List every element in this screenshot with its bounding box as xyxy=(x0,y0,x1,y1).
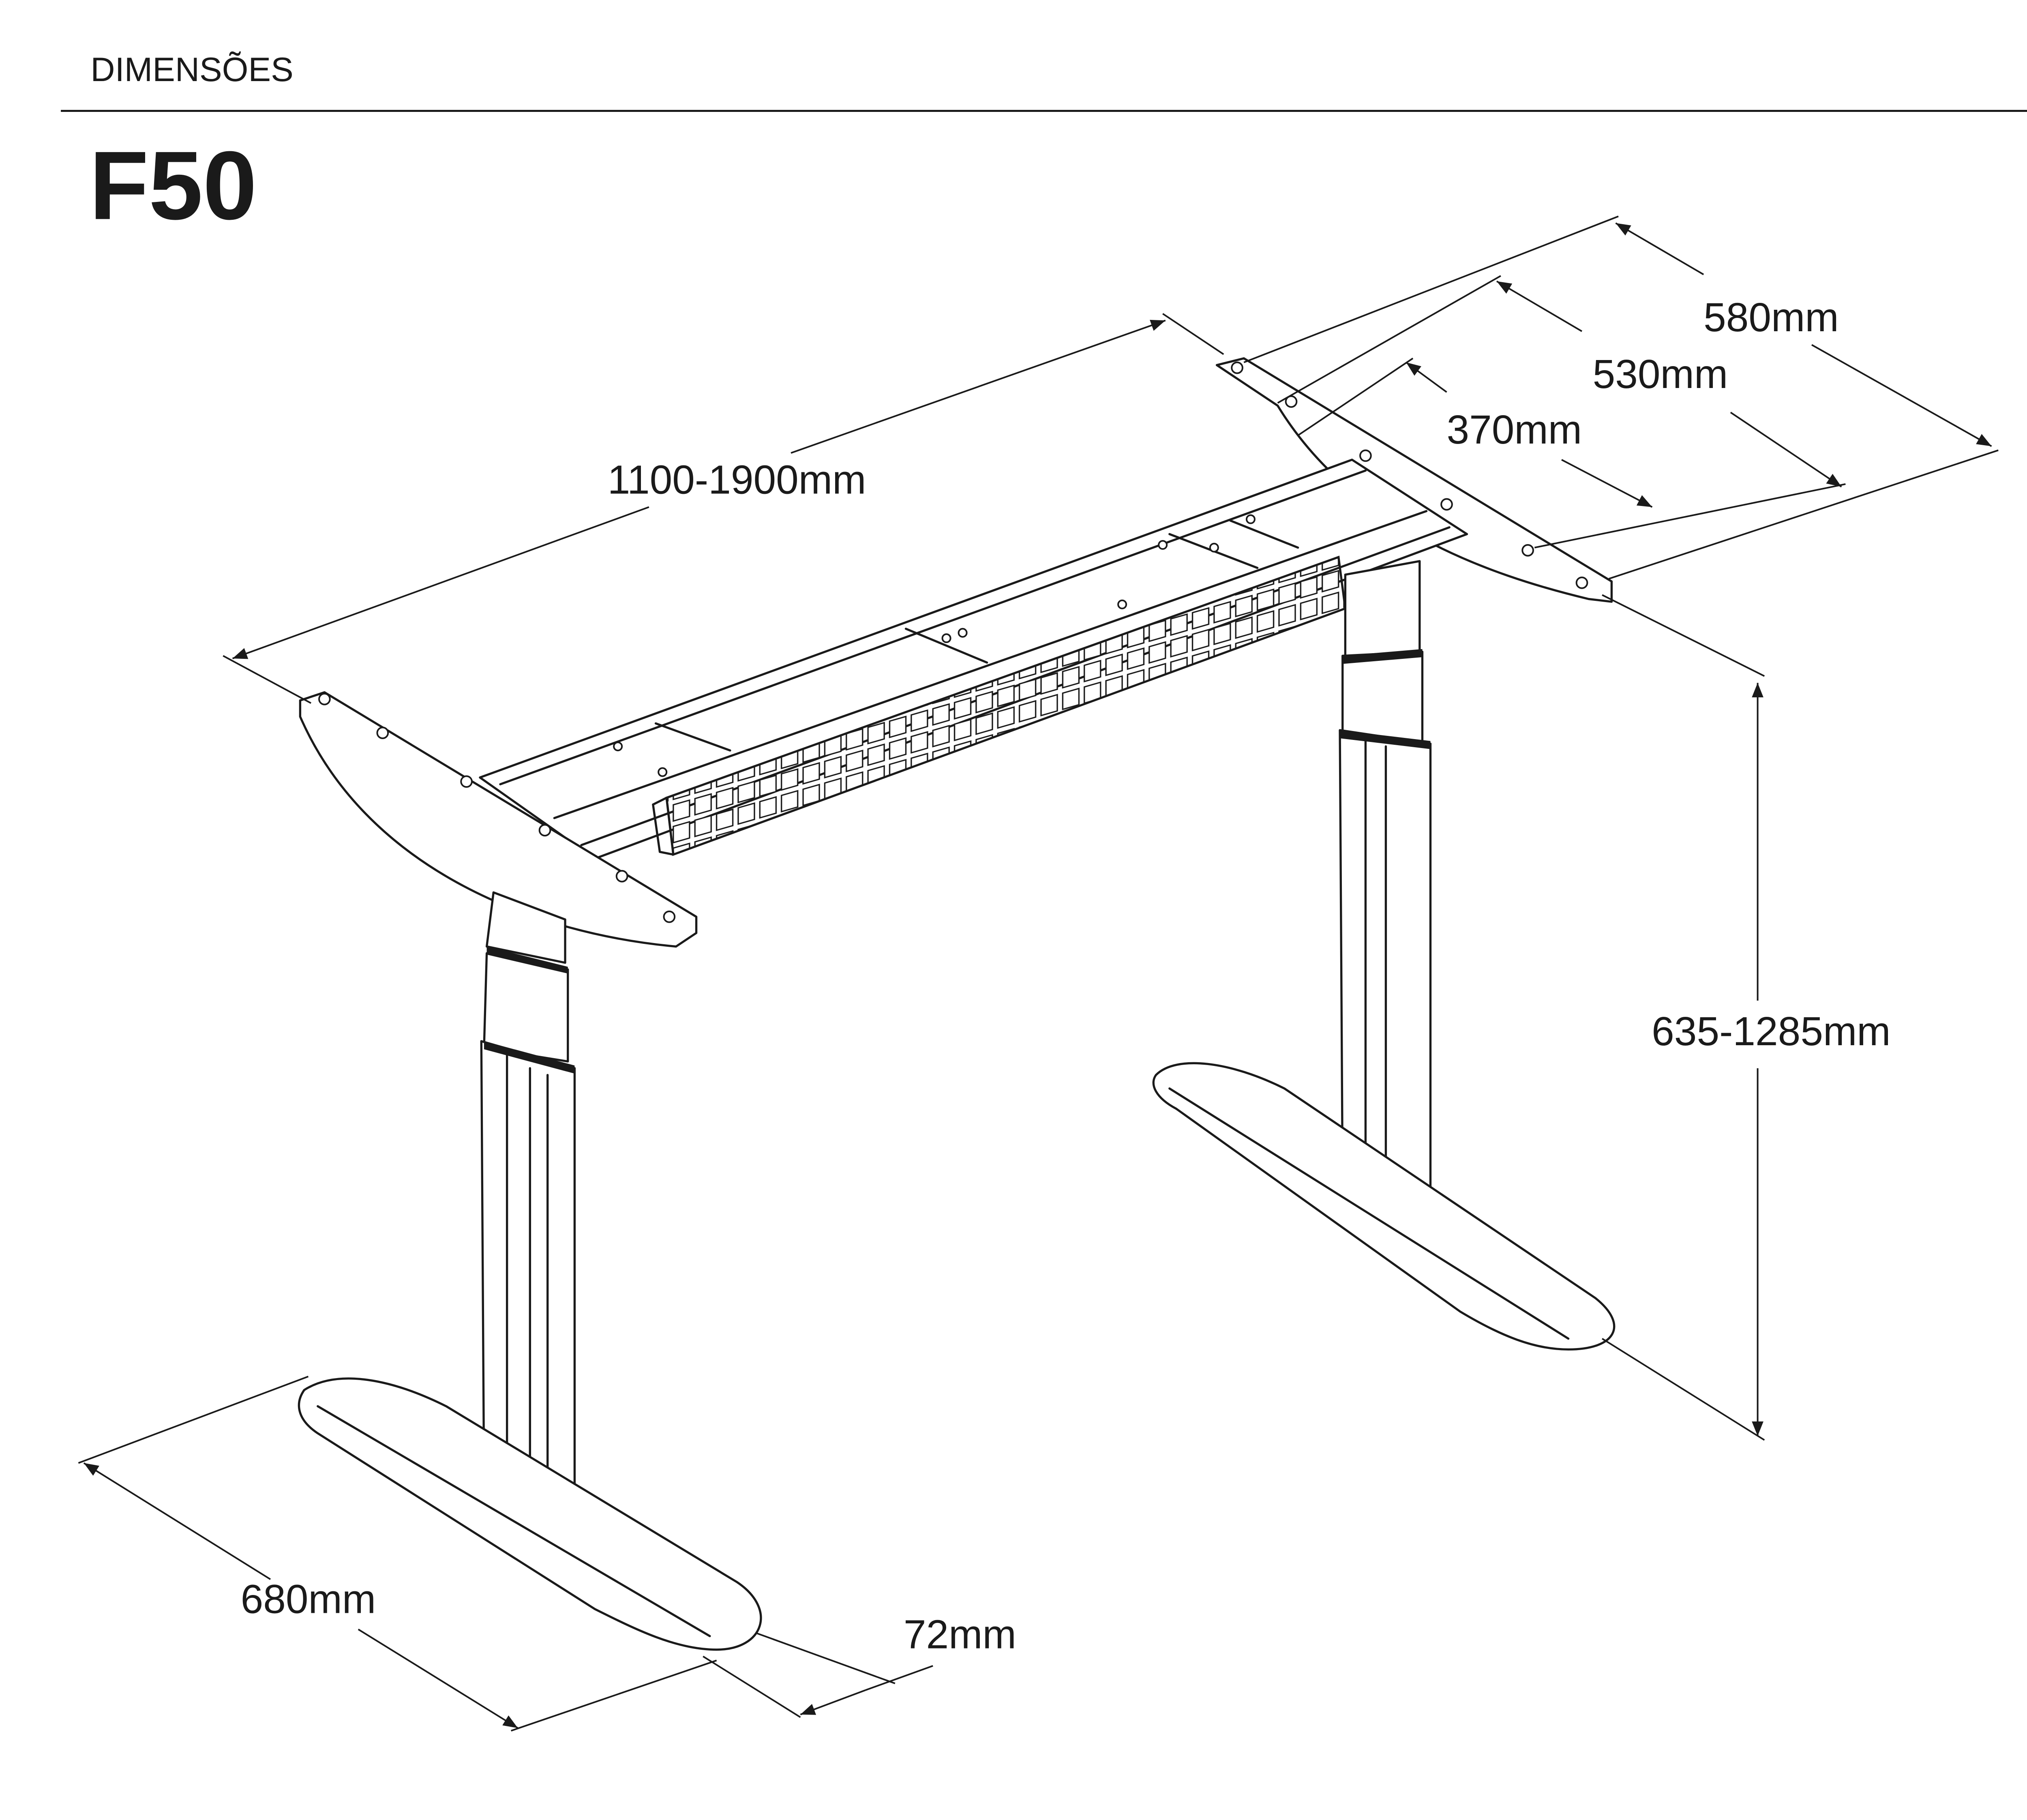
desk-frame xyxy=(298,357,1616,1651)
right-top-bracket xyxy=(1215,357,1613,603)
depth-inner-label: 370mm xyxy=(1446,407,1582,452)
left-foot xyxy=(298,1377,762,1651)
model-title: F50 xyxy=(89,131,257,240)
dimension-depth-outer: 580mm xyxy=(1243,215,1999,580)
foot-length-label: 680mm xyxy=(241,1577,376,1622)
crossbeam xyxy=(479,459,1468,860)
width-label: 1100-1900mm xyxy=(608,457,866,502)
dimension-depth-inner: 370mm xyxy=(1297,358,1653,508)
dimension-foot-length: 680mm xyxy=(78,1376,717,1732)
height-label: 635-1285mm xyxy=(1652,1009,1891,1054)
depth-outer-label: 580mm xyxy=(1703,295,1839,340)
depth-mid-label: 530mm xyxy=(1593,352,1728,397)
dimension-height: 635-1285mm xyxy=(1601,594,1891,1441)
foot-width-label: 72mm xyxy=(904,1612,1016,1657)
right-foot xyxy=(1152,1062,1616,1351)
section-heading: DIMENSÕES xyxy=(90,51,293,88)
dimension-foot-width: 72mm xyxy=(703,1612,1016,1718)
dimension-width: 1100-1900mm xyxy=(223,313,1224,704)
dimension-depth-mid: 530mm xyxy=(1277,275,1846,549)
left-top-bracket xyxy=(299,691,698,948)
